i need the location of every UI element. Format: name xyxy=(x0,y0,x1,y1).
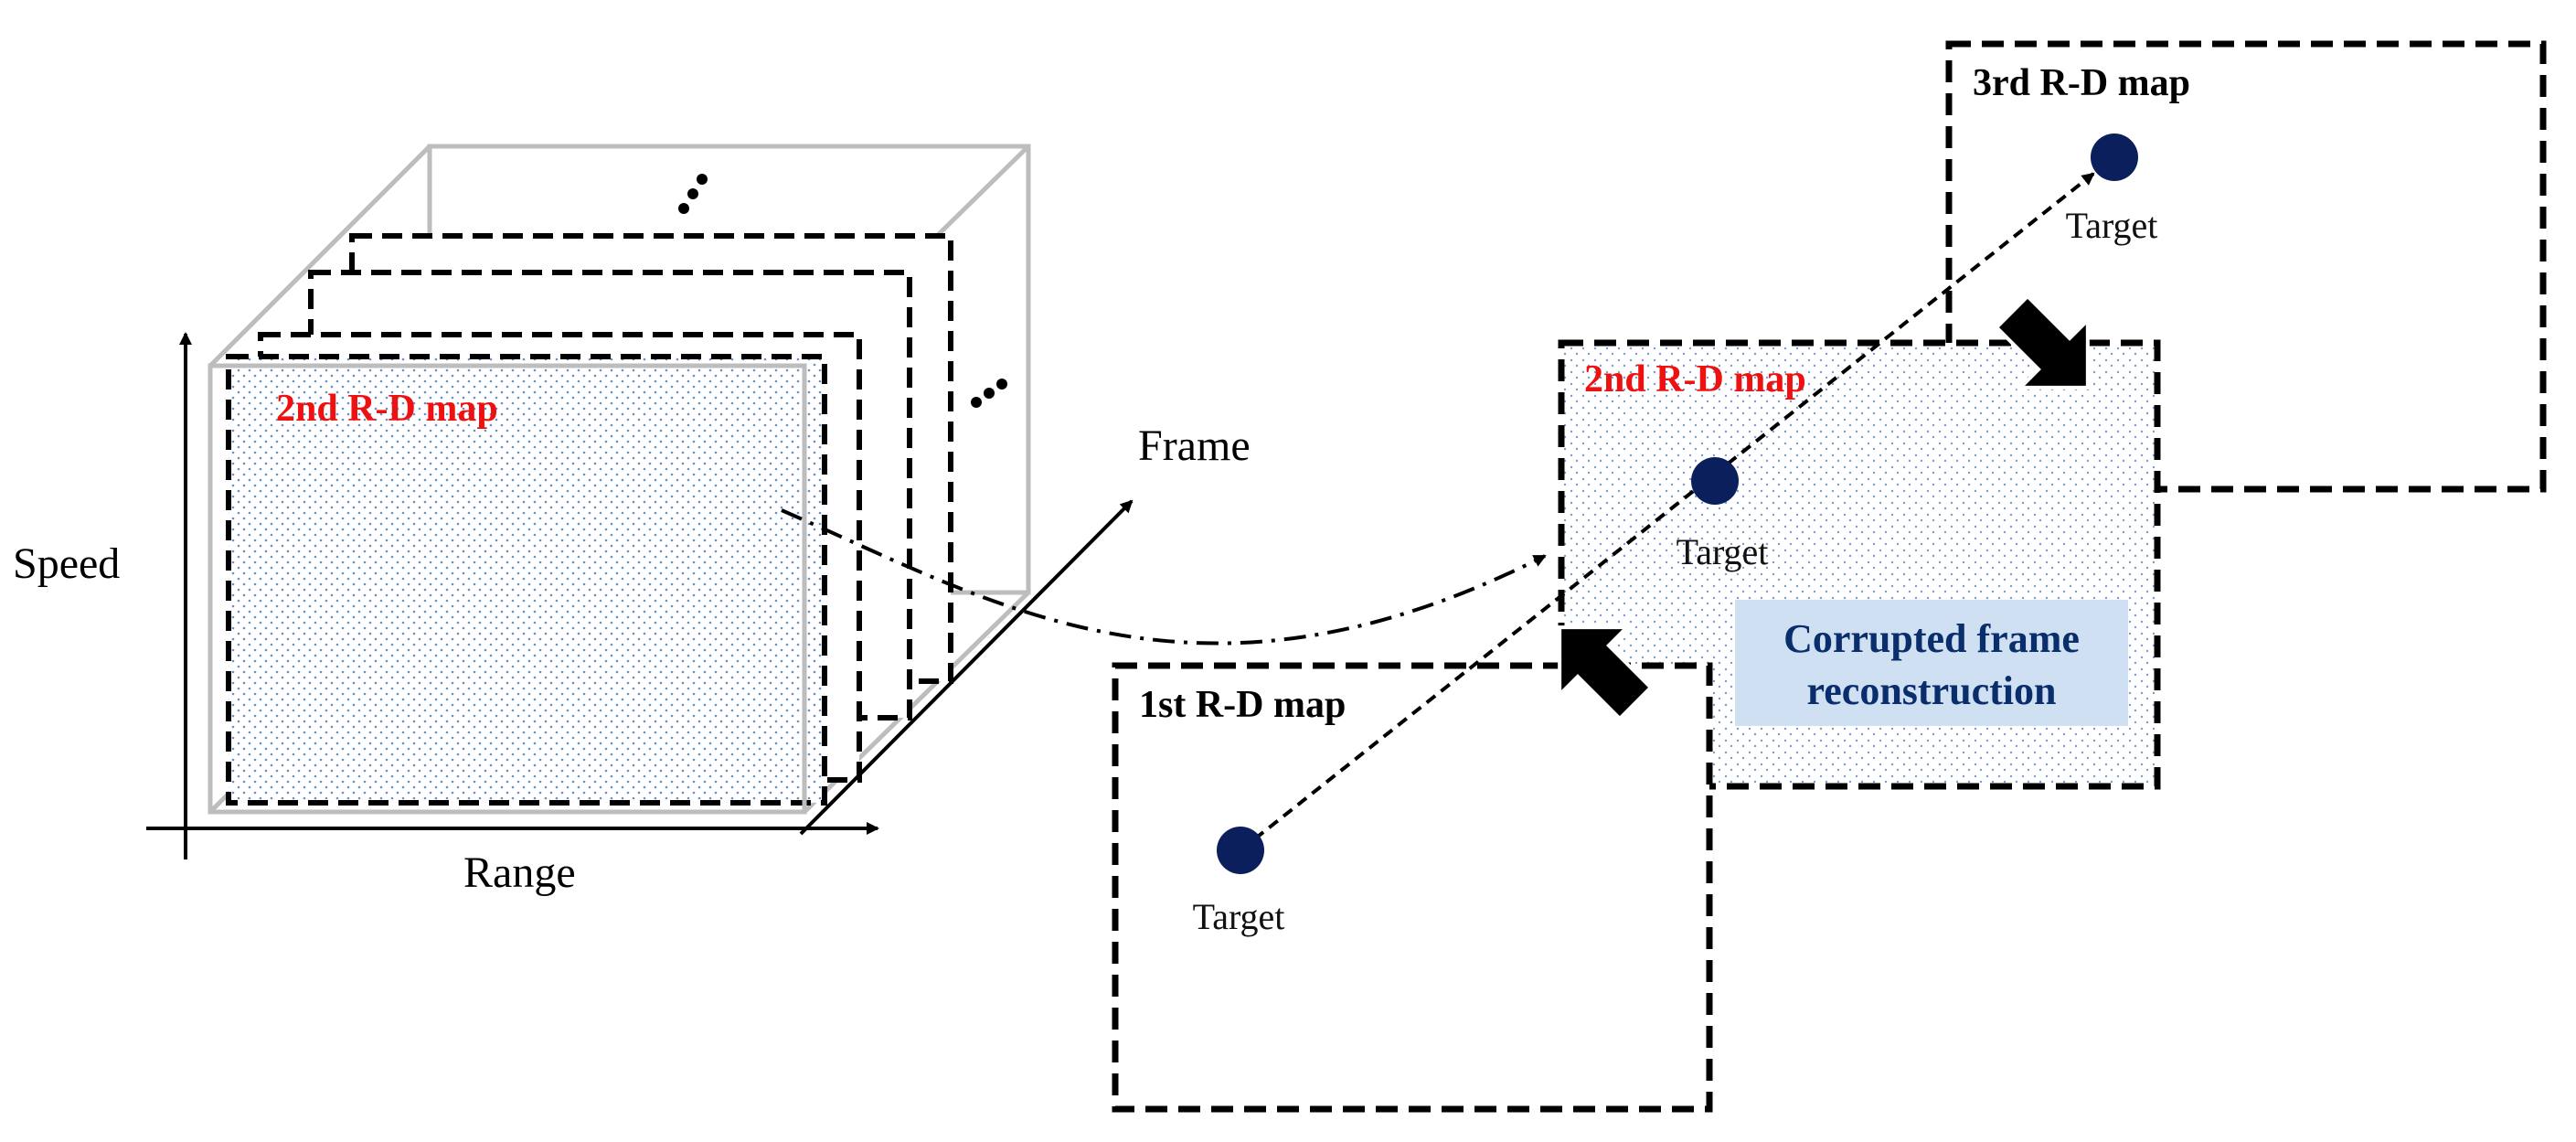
target-dot xyxy=(1691,457,1739,505)
ellipsis-icon xyxy=(971,379,1007,408)
target-first: Target xyxy=(1193,827,1285,937)
reconstruction-line1: Corrupted frame xyxy=(1783,616,2080,661)
reconstruction-line2: reconstruction xyxy=(1807,668,2057,713)
first-map-title: 1st R-D map xyxy=(1139,684,1346,726)
ellipsis-icon xyxy=(678,174,708,214)
reconstruction-box xyxy=(1735,600,2128,726)
first-rd-map xyxy=(1112,662,1713,1113)
cube-front-face xyxy=(208,363,807,815)
target-dot xyxy=(2091,133,2138,181)
target-label: Target xyxy=(2066,205,2158,246)
mapping-arrow xyxy=(781,508,1547,646)
target-label: Target xyxy=(1677,531,1769,572)
second-map-title: 2nd R-D map xyxy=(1584,358,1806,400)
target-third: Target xyxy=(2066,133,2158,246)
front-rd-map xyxy=(226,354,827,806)
pointer-arrow-icon xyxy=(1558,625,1654,721)
third-map-title: 3rd R-D map xyxy=(1973,62,2190,104)
target-label: Target xyxy=(1193,896,1285,937)
front-map-label: 2nd R-D map xyxy=(276,388,498,430)
speed-axis-label: Speed xyxy=(13,539,120,588)
range-axis-label: Range xyxy=(463,848,576,897)
axes xyxy=(146,332,1134,859)
pointer-arrow-icon xyxy=(1994,294,2090,390)
frame-axis xyxy=(799,499,1134,836)
target-second: Target xyxy=(1677,457,1769,572)
frame-axis-label: Frame xyxy=(1138,422,1251,470)
target-dot xyxy=(1217,827,1264,874)
rd-map-cube: 2nd R-D map Speed Range Frame xyxy=(13,144,1251,897)
